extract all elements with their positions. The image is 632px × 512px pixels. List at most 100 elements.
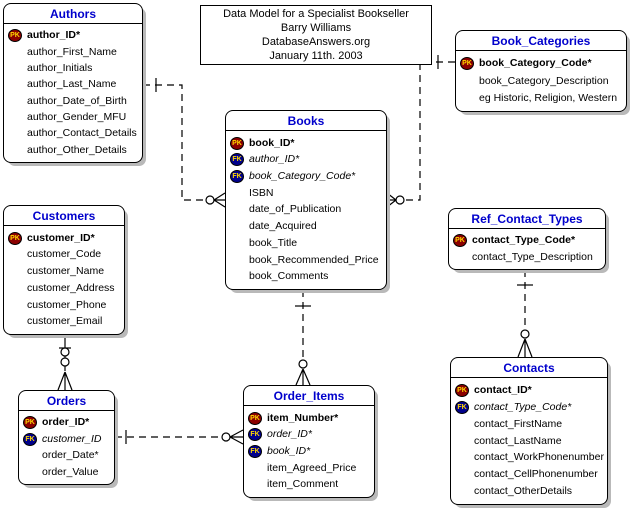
zero-circle-icon xyxy=(395,195,405,205)
zero-circle-icon xyxy=(221,432,231,442)
rel-customers-orders xyxy=(57,335,73,391)
fk-badge-icon: FK xyxy=(230,170,244,184)
field-name: item_Number* xyxy=(267,411,339,424)
field-row: eg Historic, Religion, Western xyxy=(456,92,626,105)
fk-badge-icon: FK xyxy=(248,428,262,442)
field-name: author_Last_Name xyxy=(27,78,117,91)
field-name: date_Acquired xyxy=(249,220,317,233)
field-row: PK contact_ID* xyxy=(451,383,607,397)
pk-badge-icon: PK xyxy=(23,416,37,430)
field-row: customer_Email xyxy=(4,315,124,328)
field-name: customer_ID xyxy=(42,432,102,445)
crowfoot-icon xyxy=(57,371,73,391)
badge-spacer xyxy=(455,451,469,464)
badge-spacer xyxy=(230,203,244,216)
badge-spacer xyxy=(460,75,474,88)
field-name: author_Gender_MFU xyxy=(27,110,127,123)
field-row: FK book_Category_Code* xyxy=(226,170,386,184)
field-row: customer_Name xyxy=(4,265,124,278)
field-name: book_Recommended_Price xyxy=(249,253,379,266)
field-name: date_of_Publication xyxy=(249,203,342,216)
badge-spacer xyxy=(455,418,469,431)
field-row: author_Contact_Details xyxy=(4,127,142,140)
badge-spacer xyxy=(8,95,22,108)
badge-spacer xyxy=(455,468,469,481)
field-row: author_Initials xyxy=(4,62,142,75)
field-name: book_ID* xyxy=(249,136,295,149)
pk-badge-icon: PK xyxy=(453,234,467,248)
badge-spacer xyxy=(455,435,469,448)
field-row: author_Gender_MFU xyxy=(4,111,142,124)
field-name: contact_ID* xyxy=(474,383,532,396)
field-row: PK contact_Type_Code* xyxy=(449,234,605,248)
pk-badge-icon: PK xyxy=(8,29,22,43)
entity-title: Order_Items xyxy=(244,386,374,406)
field-row: book_Title xyxy=(226,237,386,250)
field-name: author_Contact_Details xyxy=(27,127,137,140)
field-row: customer_Phone xyxy=(4,299,124,312)
entity-title: Orders xyxy=(19,391,114,411)
fk-badge-icon: FK xyxy=(455,400,469,414)
field-name: contact_FirstName xyxy=(474,417,563,430)
crowfoot-icon xyxy=(386,192,397,208)
field-name: order_ID* xyxy=(267,428,312,441)
pk-badge-icon: PK xyxy=(455,383,469,397)
field-name: customer_Phone xyxy=(27,298,107,311)
field-row: contact_FirstName xyxy=(451,418,607,431)
badge-spacer xyxy=(8,127,22,140)
rel-orders-orderitems xyxy=(115,429,244,445)
badge-spacer xyxy=(248,462,262,475)
field-name: author_ID* xyxy=(27,29,81,42)
diagram-title: Data Model for a Specialist Bookseller xyxy=(223,8,409,20)
badge-spacer xyxy=(8,299,22,312)
entity-title: Books xyxy=(226,111,386,131)
field-name: ISBN xyxy=(249,186,274,199)
field-name: contact_Type_Description xyxy=(472,250,593,263)
rel-bookcategories-books xyxy=(386,55,455,208)
crowfoot-icon xyxy=(295,368,311,386)
field-name: eg Historic, Religion, Western xyxy=(479,91,618,104)
crowfoot-icon xyxy=(517,338,533,358)
badge-spacer xyxy=(8,46,22,59)
field-row: order_Value xyxy=(19,466,114,479)
badge-spacer xyxy=(8,78,22,91)
pk-badge-icon: PK xyxy=(248,411,262,425)
badge-spacer xyxy=(8,282,22,295)
entity-field-list: PK author_ID* author_First_Name author_Init… xyxy=(4,24,142,162)
pk-badge-icon: PK xyxy=(460,57,474,71)
field-name: book_Category_Code* xyxy=(249,170,356,183)
entity-title: Customers xyxy=(4,206,124,226)
diagram-title-box: Data Model for a Specialist Bookseller B… xyxy=(200,5,432,65)
badge-spacer xyxy=(230,254,244,267)
field-name: customer_Code xyxy=(27,248,102,261)
badge-spacer xyxy=(8,62,22,75)
field-name: contact_Type_Code* xyxy=(472,234,576,247)
field-row: FK order_ID* xyxy=(244,428,374,442)
badge-spacer xyxy=(230,237,244,250)
pk-badge-icon: PK xyxy=(8,231,22,245)
diagram-date: January 11th. 2003 xyxy=(269,50,363,62)
field-name: author_First_Name xyxy=(27,45,117,58)
rel-refcontacttypes-contacts xyxy=(517,270,533,358)
field-row: customer_Address xyxy=(4,282,124,295)
zero-circle-icon xyxy=(298,359,308,369)
badge-spacer xyxy=(230,270,244,283)
field-row: author_Last_Name xyxy=(4,78,142,91)
field-name: customer_Email xyxy=(27,315,103,328)
field-row: PK item_Number* xyxy=(244,411,374,425)
badge-spacer xyxy=(8,315,22,328)
